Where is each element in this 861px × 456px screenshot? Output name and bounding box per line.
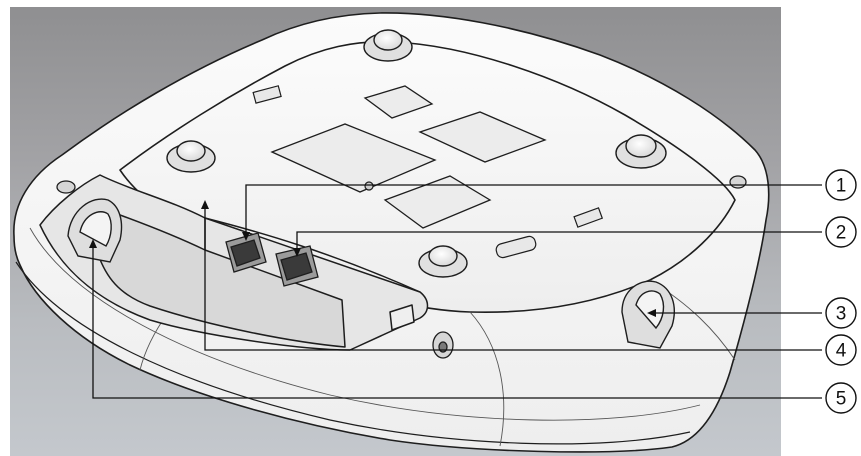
leader-arrowheads	[89, 200, 656, 317]
arrowhead-5	[89, 239, 97, 248]
arrowhead-2	[293, 248, 301, 257]
mount-clip	[252, 85, 604, 259]
callout-5: 5	[825, 382, 857, 414]
leader-line-5	[92, 244, 822, 399]
callout-number: 2	[836, 223, 847, 244]
callout-3: 3	[825, 297, 857, 329]
rim-line	[15, 261, 691, 445]
callout-1: 1	[825, 169, 857, 201]
callout-number: 3	[836, 304, 847, 325]
callout-number: 5	[836, 389, 847, 410]
rubber-foot	[166, 29, 667, 278]
callout-2: 2	[825, 216, 857, 248]
callout-circle	[825, 297, 857, 329]
leader-line-1	[245, 184, 822, 236]
screw-hole	[56, 175, 747, 359]
leader-line-2	[296, 231, 822, 252]
callout-circle	[825, 334, 857, 366]
ethernet-port	[225, 232, 319, 287]
callout-4: 4	[825, 334, 857, 366]
callout-circle	[825, 382, 857, 414]
label-recess	[270, 85, 547, 229]
arrowhead-1	[242, 232, 250, 241]
led-indicator	[364, 181, 374, 191]
callout-circle	[825, 169, 857, 201]
arrowhead-4	[201, 200, 209, 209]
callout-number: 1	[836, 176, 847, 197]
lock-tab	[67, 198, 675, 349]
leader-line-4	[204, 205, 822, 351]
arrowhead-3	[647, 309, 656, 317]
rim-line-inner	[29, 227, 701, 421]
callout-number: 4	[836, 341, 847, 362]
callout-circle	[825, 216, 857, 248]
leader-lines	[92, 184, 822, 399]
